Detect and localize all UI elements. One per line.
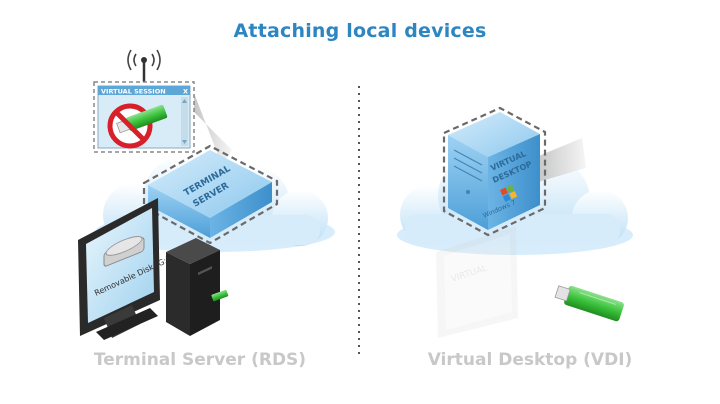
virtual-desktop-server: VIRTUAL DESKTOP Windows 7 [442,106,547,237]
prohibited-usb-icon [107,103,168,149]
projection-beam-right [534,138,586,182]
client-monitor: Removable Disk (G:) [78,198,171,340]
windows-logo-icon [500,184,518,202]
wireless-antenna-icon [127,49,161,82]
terminal-server: TERMINAL SERVER [142,144,279,245]
projection-beam-left [192,88,232,165]
caption-virtual-desktop: Virtual Desktop (VDI) [427,350,633,370]
window-close-icon[interactable]: X [183,88,188,96]
ghost-monitor: VIRTUAL [436,226,518,338]
client-tower [166,238,220,336]
usb-stick-plugged-icon [211,289,229,302]
diagram-title: Attaching local devices [233,20,487,42]
window-title: VIRTUAL SESSION [101,88,166,96]
usb-stick-icon [554,285,624,322]
caption-terminal-server: Terminal Server (RDS) [93,350,307,370]
